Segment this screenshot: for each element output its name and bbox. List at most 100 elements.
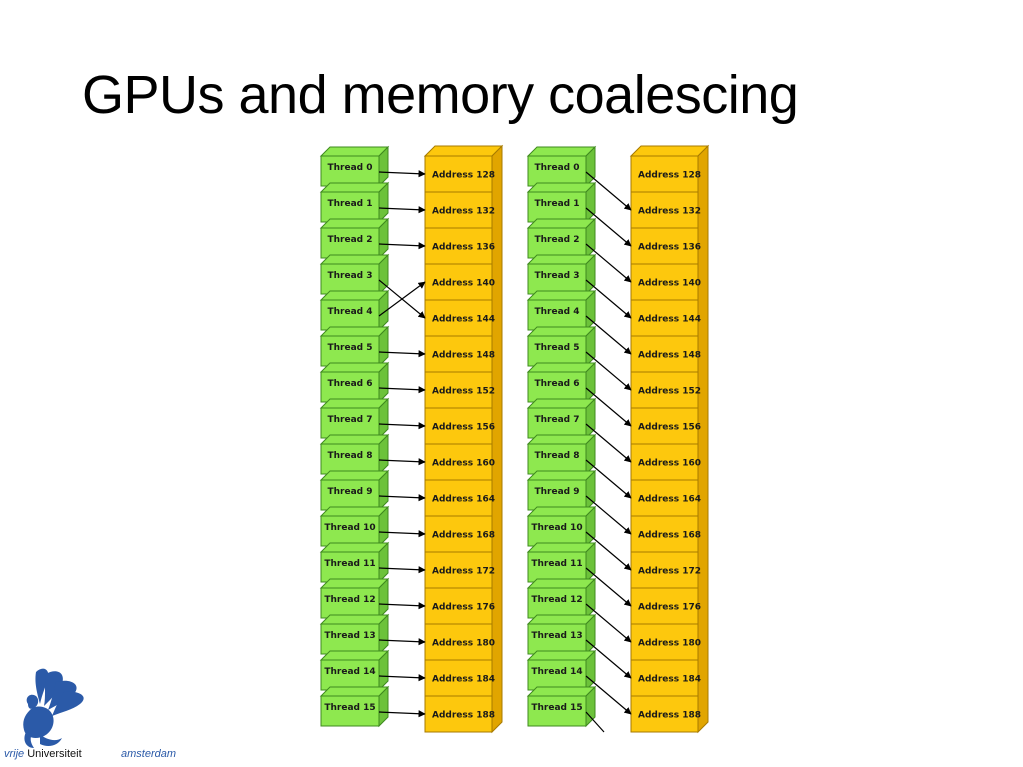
thread-label: Thread 12 — [324, 595, 375, 605]
thread-label: Thread 3 — [535, 271, 580, 281]
thread-cell — [320, 335, 380, 367]
address-label: Address 136 — [638, 243, 701, 253]
thread-cell — [320, 371, 380, 403]
access-arrow — [378, 206, 426, 214]
thread-label: Thread 5 — [535, 343, 580, 353]
thread-label: Thread 15 — [531, 703, 582, 713]
thread-label: Thread 11 — [531, 559, 582, 569]
thread-label: Thread 13 — [531, 631, 582, 641]
thread-label: Thread 14 — [531, 667, 582, 677]
logo-wordmark-italic: vrije — [4, 748, 25, 760]
address-cell — [630, 659, 699, 697]
thread-cell-top-face — [319, 182, 390, 193]
address-label: Address 148 — [432, 351, 495, 361]
access-arrow — [585, 423, 632, 463]
address-label: Address 168 — [432, 531, 495, 541]
thread-label: Thread 11 — [324, 559, 375, 569]
vu-logo — [0, 660, 200, 767]
thread-label: Thread 2 — [535, 235, 580, 245]
thread-cell-top-face — [319, 434, 390, 445]
address-label: Address 164 — [638, 495, 701, 505]
thread-cell — [320, 587, 380, 619]
address-cell — [630, 371, 699, 409]
address-cell — [424, 479, 493, 517]
address-label: Address 136 — [432, 243, 495, 253]
thread-cell-top-face — [526, 398, 597, 409]
thread-label: Thread 8 — [535, 451, 580, 461]
thread-label: Thread 7 — [535, 415, 580, 425]
address-label: Address 176 — [432, 603, 495, 613]
thread-cell — [320, 515, 380, 547]
thread-cell-top-face — [319, 290, 390, 301]
address-label: Address 144 — [638, 315, 701, 325]
address-label: Address 156 — [638, 423, 701, 433]
thread-label: Thread 12 — [531, 595, 582, 605]
address-label: Address 172 — [638, 567, 701, 577]
thread-label: Thread 0 — [535, 163, 580, 173]
thread-cell — [320, 551, 380, 583]
access-arrow — [585, 279, 632, 319]
thread-label: Thread 13 — [324, 631, 375, 641]
address-cell — [630, 551, 699, 589]
thread-cell-top-face — [319, 686, 390, 697]
thread-cell — [527, 479, 587, 511]
thread-cell — [320, 227, 380, 259]
access-arrow — [585, 459, 632, 499]
thread-cell-top-face — [319, 614, 390, 625]
thread-cell-top-face — [319, 398, 390, 409]
thread-cell-top-face — [526, 434, 597, 445]
address-cell — [424, 407, 493, 445]
thread-label: Thread 4 — [535, 307, 580, 317]
address-cell — [630, 227, 699, 265]
address-label: Address 140 — [432, 279, 495, 289]
thread-label: Thread 3 — [328, 271, 373, 281]
thread-cell — [527, 299, 587, 331]
access-arrow — [585, 315, 632, 355]
thread-label: Thread 5 — [328, 343, 373, 353]
thread-label: Thread 9 — [328, 487, 373, 497]
thread-label: Thread 6 — [328, 379, 373, 389]
thread-cell — [527, 623, 587, 655]
thread-cell-top-face — [319, 506, 390, 517]
access-arrow — [378, 530, 426, 538]
slide-title: GPUs and memory coalescing — [82, 65, 799, 125]
thread-cell-top-face — [319, 254, 390, 265]
address-label: Address 148 — [638, 351, 701, 361]
address-column-top-face — [423, 145, 504, 157]
access-arrow — [378, 566, 426, 574]
thread-cell — [527, 335, 587, 367]
address-label: Address 172 — [432, 567, 495, 577]
address-cell — [630, 443, 699, 481]
thread-cell — [527, 155, 587, 187]
access-arrow — [585, 171, 632, 211]
access-arrow — [585, 567, 632, 607]
address-cell — [424, 695, 493, 733]
access-arrow — [585, 639, 632, 679]
thread-cell — [527, 227, 587, 259]
thread-cell — [527, 695, 587, 727]
access-arrow — [585, 711, 605, 733]
address-label: Address 128 — [638, 171, 701, 181]
thread-cell-top-face — [526, 650, 597, 661]
thread-label: Thread 8 — [328, 451, 373, 461]
thread-cell — [527, 551, 587, 583]
thread-label: Thread 15 — [324, 703, 375, 713]
access-arrow — [585, 495, 632, 535]
access-arrow — [585, 675, 632, 715]
thread-cell-top-face — [319, 362, 390, 373]
access-arrow — [378, 602, 426, 610]
address-cell — [630, 155, 699, 193]
thread-label: Thread 14 — [324, 667, 375, 677]
thread-cell — [527, 659, 587, 691]
address-label: Address 188 — [432, 711, 495, 721]
thread-cell — [527, 371, 587, 403]
thread-cell-top-face — [319, 542, 390, 553]
address-cell — [630, 335, 699, 373]
address-label: Address 160 — [638, 459, 701, 469]
address-label: Address 180 — [638, 639, 701, 649]
thread-label: Thread 10 — [324, 523, 375, 533]
thread-label: Thread 0 — [328, 163, 373, 173]
address-cell — [424, 587, 493, 625]
address-label: Address 132 — [638, 207, 701, 217]
